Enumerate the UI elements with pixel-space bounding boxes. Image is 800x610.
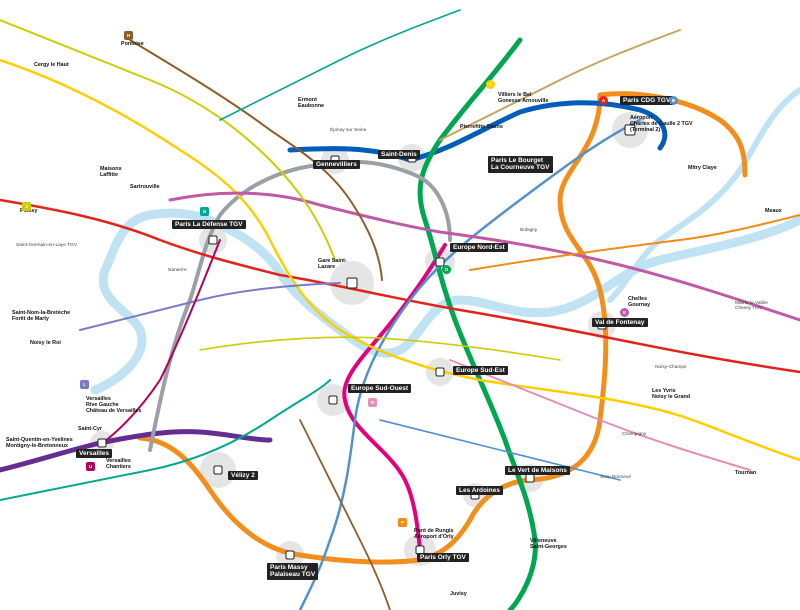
place-villeneuve: Villeneuve Saint-Georges (530, 538, 567, 550)
station-marker (213, 465, 223, 475)
line-p (469, 214, 800, 271)
transit-lines (0, 9, 800, 610)
place-saint-cyr: Saint-Cyr (78, 426, 102, 432)
line-purple-west (0, 429, 273, 473)
place-epinay: Épinay sur Seine (330, 128, 367, 133)
line-k (439, 29, 681, 141)
line-badge-j[interactable]: J (22, 202, 31, 211)
place-poissy: Poissy (20, 208, 38, 214)
line-l (79, 282, 341, 331)
line-teal (219, 9, 461, 121)
place-sartrouville: Sartrouville (130, 184, 160, 190)
hub-label-europe-sud-ouest[interactable]: Europe Sud-Ouest (348, 384, 412, 394)
line-gray-tgv (148, 159, 452, 452)
line-rer-c (0, 58, 800, 462)
station-marker (285, 550, 295, 560)
hub-label-val-de-fontenay[interactable]: Val de Fontenay (592, 318, 648, 328)
place-ermont: Ermont Eaubonne (298, 97, 325, 109)
line-rer-a (0, 198, 800, 374)
hub-label-paris-la-defense[interactable]: Paris La Défense TGV (172, 220, 246, 230)
line-badge-p[interactable]: P (398, 518, 407, 527)
line-u (99, 239, 221, 446)
hub-label-cdg-tgv[interactable]: Paris CDG TGV (620, 96, 674, 106)
place-meaux: Meaux (765, 208, 782, 214)
place-noisy-le-roi: Noisy le Roi (30, 340, 61, 346)
place-nanterre: Nanterre (168, 268, 187, 273)
line-rer-b (298, 118, 642, 610)
place-noisy-champs: Noisy-Champs (655, 365, 687, 370)
place-versailles-rg: Versailles Rive Gauche Château de Versai… (86, 396, 142, 414)
place-gare-saint-lazare: Gare Saint- Lazare (318, 258, 347, 270)
line-pink-center (342, 243, 447, 552)
station-marker (624, 124, 636, 136)
place-pont-de-rungis: Pont de Rungis Aéroport d'Orly (414, 528, 454, 540)
station-marker (346, 277, 358, 289)
line-badge-l[interactable]: L (80, 380, 89, 389)
line-badge-n[interactable]: N (200, 207, 209, 216)
line-orange-ring (137, 92, 609, 565)
line-h (129, 39, 383, 281)
place-tournan: Tournan (735, 470, 757, 476)
place-sucy: Sucy Bonneuil (600, 475, 631, 480)
place-marne-la-vallee: Marne la Vallée Chessy TGV (735, 301, 768, 311)
line-blue-north (287, 100, 668, 163)
line-badge-u[interactable]: U (86, 462, 95, 471)
hub-label-europe-nord-est[interactable]: Europe Nord-Est (450, 243, 508, 253)
station-marker (97, 438, 107, 448)
place-pierrefitte: Pierrefitte Stains (460, 124, 503, 130)
marne-river (607, 87, 800, 303)
station-marker (208, 235, 218, 245)
hub-label-saint-denis[interactable]: Saint-Denis (378, 150, 420, 160)
hub-label-europe-sud-est[interactable]: Europe Sud-Est (453, 366, 508, 376)
place-juvisy: Juvisy (450, 591, 467, 597)
line-badge-e[interactable]: E (620, 308, 629, 317)
line-j (0, 19, 336, 261)
line-n (0, 379, 331, 501)
hub-label-vert-de-maisons[interactable]: Le Vert de Maisons (505, 466, 570, 476)
line-badge-r[interactable]: R (368, 398, 377, 407)
place-pontoise: Pontoise (121, 41, 144, 47)
station-marker (328, 395, 338, 405)
hub-label-les-ardoines[interactable]: Les Ardoines (456, 486, 503, 496)
hub-label-velizy[interactable]: Vélizy 2 (228, 471, 258, 481)
place-bobigny: Bobigny (520, 228, 538, 233)
place-aeroport-cdg: Aéroport Charles de Gaulle 2 TGV (Termin… (630, 115, 693, 133)
place-chelles: Chelles Gournay (628, 296, 651, 308)
place-cergy-le-haut: Cergy le Haut (34, 62, 69, 68)
line-badge-b[interactable]: B (669, 96, 678, 105)
line-badge-c[interactable]: C (486, 80, 495, 89)
place-champigny: Champigny (622, 432, 647, 437)
place-saint-nom: Saint-Nom-la-Bretèche Forêt de Marly (12, 310, 71, 322)
place-villiers-le-bel: Villiers le Bel Gonesse Arnouville (498, 92, 549, 104)
place-noisy-le-grand: Les Yvris Noisy le Grand (652, 388, 691, 400)
place-saint-quentin: Saint-Quentin-en-Yvelines Montigny-le-Br… (6, 437, 73, 449)
station-marker (525, 473, 535, 483)
line-orange-outer (597, 91, 748, 178)
hub-label-gennevilliers[interactable]: Gennevilliers (313, 160, 360, 170)
line-rer-e (168, 191, 800, 322)
station-marker (435, 367, 445, 377)
place-mitry-claye: Mitry Claye (688, 165, 717, 171)
hub-label-versailles[interactable]: Versailles (76, 449, 112, 459)
line-brown-south (299, 419, 391, 610)
line-badge-a[interactable]: A (599, 96, 608, 105)
hub-label-paris-orly[interactable]: Paris Orly TGV (417, 553, 469, 563)
line-badge-h[interactable]: H (124, 31, 133, 40)
line-r (449, 359, 751, 471)
hub-label-le-bourget[interactable]: Paris Le Bourget La Courneuve TGV (488, 156, 553, 173)
hub-label-massy[interactable]: Paris Massy Palaiseau TGV (267, 563, 319, 580)
place-saint-germain: Saint-Germain-en-Laye TGV (16, 243, 77, 248)
line-olive (199, 336, 561, 361)
line-lightblue-s (379, 419, 621, 481)
station-marker (435, 257, 445, 267)
place-versailles-chantiers: Versailles Chantiers (106, 458, 131, 470)
line-badge-d[interactable]: D (442, 265, 451, 274)
place-maisons-laffitte: Maisons Laffitte (100, 166, 122, 178)
